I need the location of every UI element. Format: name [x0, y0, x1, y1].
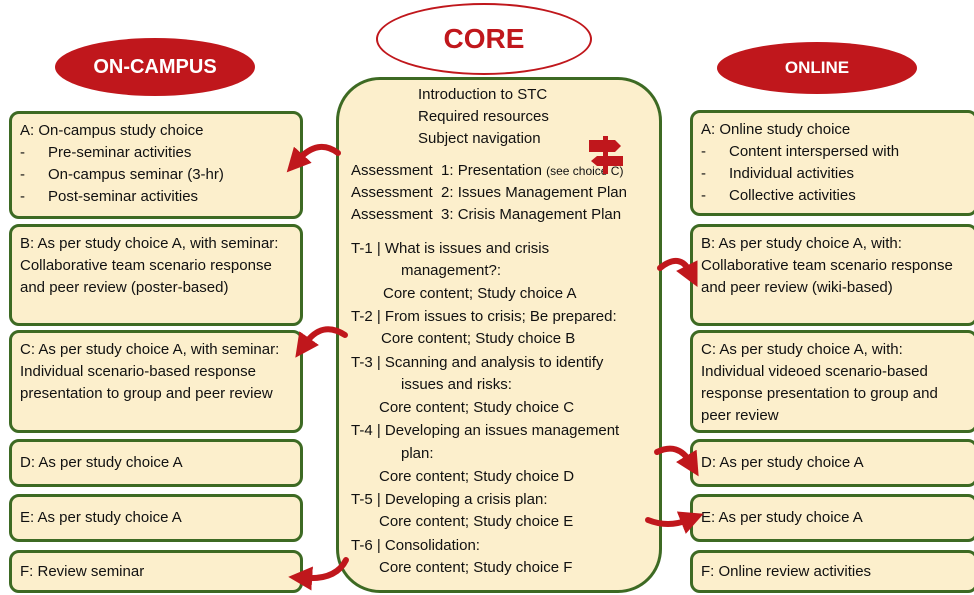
curved-arrow-icon: [286, 143, 341, 173]
topic-3-line: Core content; Study choice C: [379, 399, 575, 416]
topic-4-line: T-4 | Developing an issues management: [351, 422, 620, 439]
core-header: CORE: [376, 3, 592, 75]
topic-5-line: T-5 | Developing a crisis plan:: [351, 491, 548, 508]
online-choice-e: E: As per study choice A: [690, 494, 974, 542]
on-campus-choice-d-text: D: As per study choice A: [20, 454, 183, 471]
on-campus-choice-a-item: Post-seminar activities: [48, 188, 199, 205]
online-choice-b-text: B: As per study choice A, with: Collabor…: [701, 235, 953, 296]
on-campus-header: ON-CAMPUS: [55, 38, 255, 96]
topic-1-line: Core content; Study choice A: [383, 285, 577, 302]
topic-6-line: Core content; Study choice F: [379, 559, 573, 576]
core-panel: Introduction to STC Required resources S…: [336, 77, 662, 593]
on-campus-choice-e: E: As per study choice A: [9, 494, 303, 542]
assessment-1: Assessment 1: Presentation (see choice C…: [351, 160, 623, 182]
online-header-label: ONLINE: [784, 58, 850, 77]
core-intro-line: Subject navigation: [418, 130, 541, 147]
assessment-2: Assessment 2: Issues Management Plan: [351, 184, 627, 201]
online-choice-a-item: Content interspersed with: [729, 143, 900, 160]
online-choice-f: F: Online review activities: [690, 550, 974, 593]
on-campus-header-label: ON-CAMPUS: [93, 55, 217, 78]
online-choice-d-text: D: As per study choice A: [701, 454, 864, 471]
online-choice-c: C: As per study choice A, with: Individu…: [690, 330, 974, 433]
on-campus-choice-a-item: On-campus seminar (3-hr): [48, 166, 224, 183]
on-campus-choice-c-text: C: As per study choice A, with seminar: …: [20, 341, 280, 402]
core-intro-line: Introduction to STC: [418, 86, 548, 103]
topic-3-line: T-3 | Scanning and analysis to identify: [351, 354, 604, 371]
topic-1-line: T-1 | What is issues and crisis: [351, 240, 550, 257]
online-choice-c-text: C: As per study choice A, with: Individu…: [701, 341, 938, 424]
core-intro-line: Required resources: [418, 108, 549, 125]
curved-arrow-icon: [654, 445, 699, 477]
signpost-icon: [589, 136, 623, 174]
topic-5-line: Core content; Study choice E: [379, 513, 574, 530]
on-campus-choice-f-text: F: Review seminar: [20, 563, 145, 580]
on-campus-choice-e-text: E: As per study choice A: [20, 509, 182, 526]
on-campus-choice-a-item: Pre-seminar activities: [48, 144, 192, 161]
topic-4-line: Core content; Study choice D: [379, 468, 575, 485]
online-choice-a-item: Individual activities: [729, 165, 855, 182]
on-campus-choice-f: F: Review seminar: [9, 550, 303, 593]
on-campus-choice-b: B: As per study choice A, with seminar: …: [9, 224, 303, 326]
online-header: ONLINE: [717, 42, 917, 94]
online-choice-a-title: A: Online study choice: [701, 121, 851, 138]
assessment-1-label: Assessment 1: Presentation: [351, 162, 542, 179]
topic-2-line: Core content; Study choice B: [381, 330, 576, 347]
topic-1-line: management?:: [401, 262, 502, 279]
topic-2-line: T-2 | From issues to crisis; Be prepared…: [351, 308, 617, 325]
curved-arrow-icon: [288, 557, 349, 591]
curved-arrow-icon: [657, 258, 698, 288]
on-campus-choice-c: C: As per study choice A, with seminar: …: [9, 330, 303, 433]
curved-arrow-icon: [645, 511, 704, 534]
online-choice-a: A: Online study choice -Content interspe…: [690, 110, 974, 216]
topic-3-line: issues and risks:: [401, 376, 512, 393]
online-choice-f-text: F: Online review activities: [701, 563, 872, 580]
online-choice-e-text: E: As per study choice A: [701, 509, 863, 526]
online-choice-a-item: Collective activities: [729, 187, 856, 204]
core-header-label: CORE: [443, 23, 525, 54]
on-campus-choice-d: D: As per study choice A: [9, 439, 303, 487]
curved-arrow-icon: [295, 326, 348, 358]
topic-6-line: T-6 | Consolidation:: [351, 537, 480, 554]
topic-4-line: plan:: [401, 445, 434, 462]
assessment-3: Assessment 3: Crisis Management Plan: [351, 206, 622, 223]
on-campus-choice-b-text: B: As per study choice A, with seminar: …: [20, 235, 279, 296]
online-choice-d: D: As per study choice A: [690, 439, 974, 487]
on-campus-choice-a: A: On-campus study choice -Pre-seminar a…: [9, 111, 303, 219]
on-campus-choice-a-title: A: On-campus study choice: [20, 122, 204, 139]
